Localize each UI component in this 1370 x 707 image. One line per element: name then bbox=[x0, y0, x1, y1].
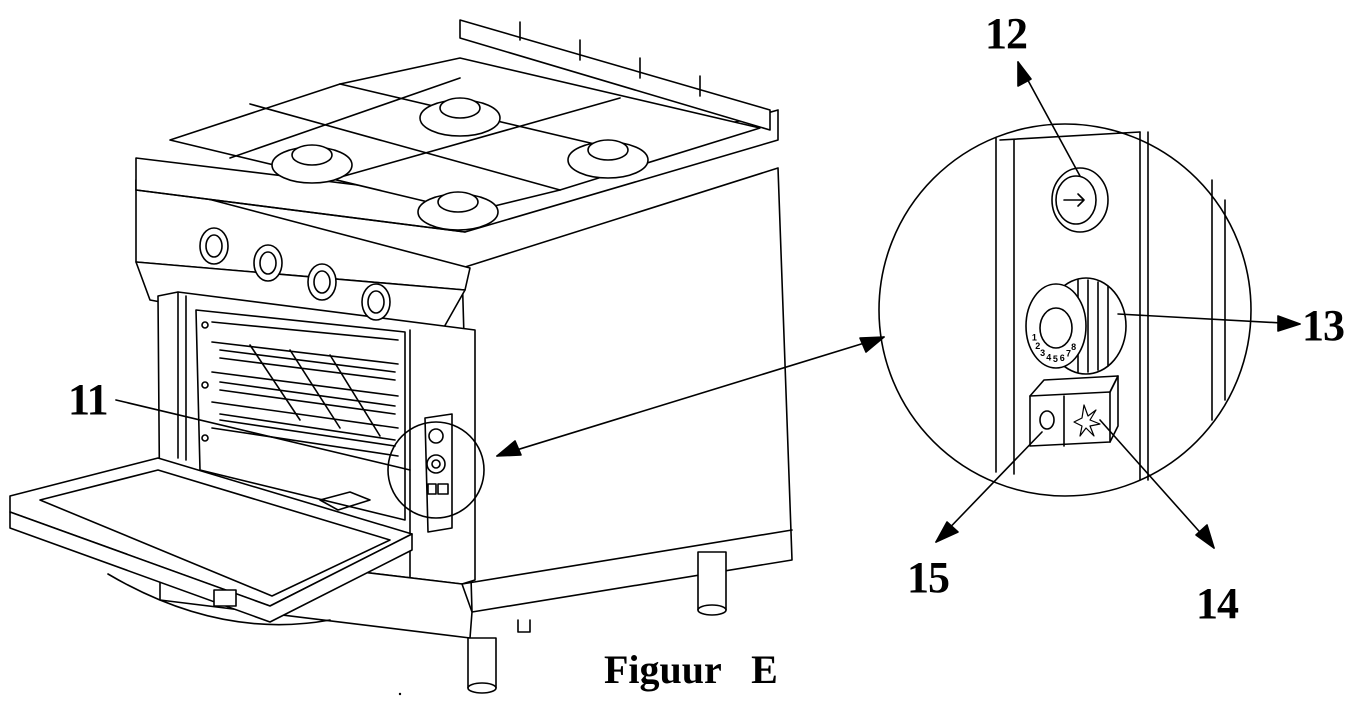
igniter-icon bbox=[1073, 404, 1101, 437]
thermostat-digit: 8 bbox=[1071, 342, 1076, 352]
cooker-legs bbox=[213, 551, 727, 694]
thermostat-digit: 1 bbox=[1032, 332, 1037, 342]
oven-door-open bbox=[9, 457, 413, 626]
thermostat-digit: 3 bbox=[1040, 348, 1045, 358]
thermostat-digit: 4 bbox=[1046, 352, 1051, 362]
oven-control-strip bbox=[387, 413, 485, 533]
stray-dot bbox=[398, 692, 402, 696]
callout-13: 13 bbox=[1302, 301, 1345, 350]
callout-11: 11 bbox=[68, 375, 109, 424]
burner-knobs bbox=[199, 227, 391, 321]
thermostat-digit: 7 bbox=[1066, 349, 1071, 359]
pilot-button-icon bbox=[1051, 167, 1109, 233]
thermostat-digit: 6 bbox=[1060, 353, 1065, 363]
thermostat-knob bbox=[1025, 277, 1127, 375]
callout-12: 12 bbox=[985, 9, 1028, 58]
leader-lines bbox=[115, 61, 1301, 549]
figure-caption: Figuur E bbox=[604, 647, 778, 692]
gas-burners bbox=[271, 97, 649, 231]
callout-15: 15 bbox=[907, 553, 950, 602]
thermostat-digit: 5 bbox=[1053, 354, 1058, 364]
oven-cavity bbox=[195, 309, 406, 521]
callout-14: 14 bbox=[1196, 579, 1239, 628]
thermostat-digit: 2 bbox=[1035, 341, 1040, 351]
